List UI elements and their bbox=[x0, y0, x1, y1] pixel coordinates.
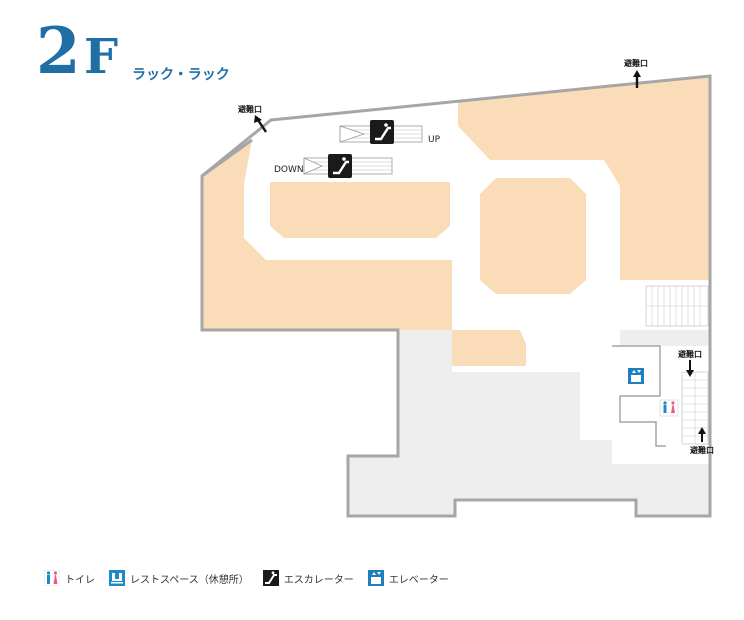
emergency-exit-ne: 避難口 bbox=[624, 58, 648, 88]
escalator-down-label: DOWN bbox=[274, 165, 304, 175]
stairs-upper bbox=[620, 280, 710, 330]
emergency-exit-east-upper: 避難口 bbox=[678, 349, 702, 377]
escalator-up-label: UP bbox=[428, 135, 441, 145]
legend-item-elevator: エレベーター bbox=[367, 570, 449, 586]
toilet-icon-map bbox=[659, 399, 679, 417]
legend-label-toilet: トイレ bbox=[65, 574, 95, 586]
emergency-exit-label-ne: 避難口 bbox=[624, 58, 648, 68]
legend-item-rest-space: レストスペース（休憩所） bbox=[109, 570, 249, 586]
legend-label-escalator: エスカレーター bbox=[283, 574, 354, 586]
legend-label-elevator: エレベーター bbox=[388, 574, 449, 586]
tenant-area-center bbox=[480, 178, 586, 294]
elevator-icon bbox=[367, 570, 384, 586]
escalator-icon bbox=[262, 570, 279, 586]
escalator-icon-up bbox=[370, 120, 394, 144]
emergency-exit-label-east-lower: 避難口 bbox=[690, 445, 714, 455]
floor-number: 2 bbox=[36, 14, 81, 89]
elevator-icon-map bbox=[628, 368, 644, 384]
floor-letter: F bbox=[84, 29, 119, 85]
toilet-icon bbox=[43, 569, 61, 587]
floor-label: 2 F ラック・ラック bbox=[36, 14, 236, 94]
legend: トイレ レストスペース（休憩所） エスカレーター bbox=[43, 568, 463, 588]
exit-arrow-icon bbox=[257, 119, 267, 133]
legend-item-toilet: トイレ bbox=[43, 569, 95, 587]
outline-chamfer bbox=[201, 138, 253, 178]
building-outline bbox=[200, 74, 712, 518]
legend-item-escalator: エスカレーター bbox=[262, 570, 354, 586]
emergency-exit-label-nw: 避難口 bbox=[238, 104, 262, 114]
rest-space-icon bbox=[109, 570, 125, 586]
emergency-exit-label-east-upper: 避難口 bbox=[678, 349, 702, 359]
escalator-icon-down bbox=[328, 154, 352, 178]
emergency-exit-east-lower: 避難口 bbox=[690, 427, 714, 455]
store-name: ラック・ラック bbox=[132, 67, 230, 83]
emergency-exit-nw: 避難口 bbox=[238, 104, 267, 133]
tenant-area-northeast bbox=[458, 76, 710, 280]
legend-label-rest-space: レストスペース（休憩所） bbox=[130, 574, 249, 586]
tenant-area-south-small bbox=[452, 330, 526, 366]
tenant-area-center-left bbox=[270, 182, 450, 238]
tenant-area-west bbox=[202, 140, 452, 330]
